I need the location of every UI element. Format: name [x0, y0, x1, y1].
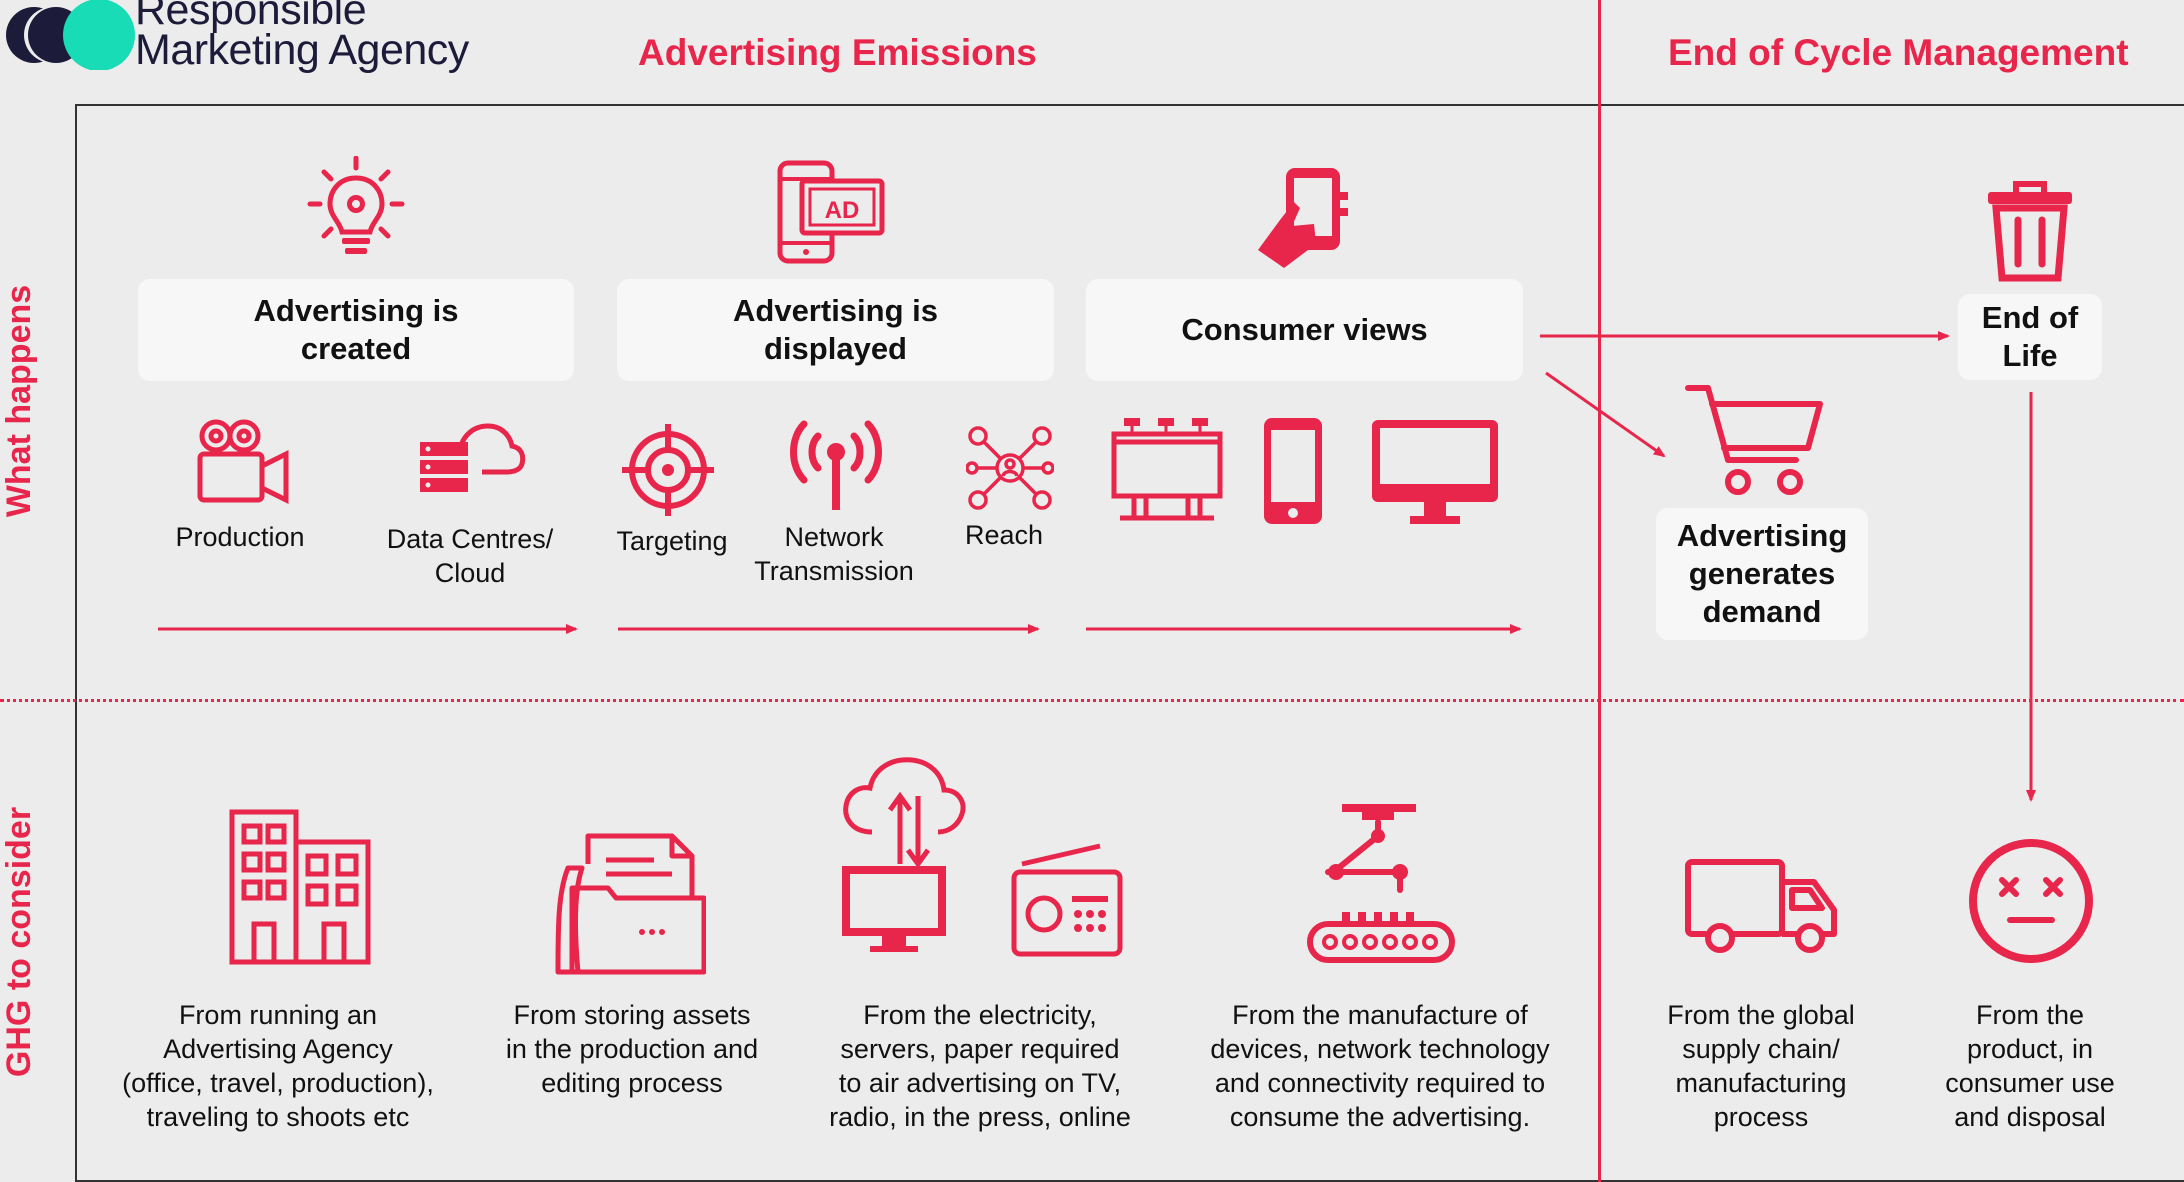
ghg-supply-chain: From the global supply chain/ manufactur…: [1667, 1000, 1855, 1132]
stage-end-of-life: End of Life: [1958, 294, 2102, 380]
dead-face-icon: [1969, 839, 2093, 963]
trash-icon: [1988, 181, 2072, 282]
network-people-icon: [966, 426, 1054, 510]
logo-mark: [6, 0, 135, 70]
smartphone-icon: [1264, 418, 1322, 524]
header-end-of-cycle: End of Cycle Management: [1668, 32, 2129, 73]
delivery-truck-icon: [1685, 859, 1837, 953]
ghg-manufacture: From the manufacture of devices, network…: [1210, 1000, 1550, 1132]
media-devices-icon: [842, 757, 1123, 957]
stage-displayed-label: Advertising is displayed: [733, 293, 938, 366]
brand-line-1: Responsible: [135, 0, 367, 34]
stage-created: Advertising is created: [138, 279, 574, 381]
ghg-storing: From storing assets in the production an…: [505, 1000, 759, 1098]
ghg-product: From the product, in consumer use and di…: [1945, 1000, 2115, 1132]
brand-line-2: Marketing Agency: [135, 26, 469, 74]
stage-end-of-life-label: End of Life: [1981, 300, 2079, 373]
video-camera-icon: [197, 419, 289, 505]
data-cloud-icon: [420, 423, 526, 492]
header-advertising-emissions: Advertising Emissions: [638, 32, 1037, 73]
label-network: Network Transmission: [754, 522, 914, 586]
monitor-icon: [1372, 420, 1498, 524]
stage-generates-demand: Advertising generates demand: [1656, 508, 1868, 640]
arrow-to-demand: [1545, 371, 1666, 458]
billboard-icon: [1111, 418, 1223, 521]
ad-label: AD: [825, 197, 860, 224]
ad-screen-icon: AD: [777, 160, 885, 264]
label-reach: Reach: [964, 520, 1044, 550]
stage-consumer-views: Consumer views: [1086, 279, 1523, 381]
brand-name: Responsible Marketing Agency: [135, 0, 469, 74]
section-divider: [1598, 0, 1601, 1182]
stage-consumer-views-label: Consumer views: [1181, 312, 1428, 347]
stage-displayed: Advertising is displayed: [617, 279, 1054, 381]
label-production: Production: [175, 522, 305, 552]
lightbulb-icon: [307, 156, 405, 254]
office-building-icon: [229, 809, 371, 965]
robot-arm-conveyor-icon: [1307, 804, 1455, 963]
ghg-electricity: From the electricity, servers, paper req…: [829, 1000, 1131, 1132]
row-divider: [0, 699, 2184, 702]
label-data-centres: Data Centres/ Cloud: [386, 524, 554, 588]
ghg-agency: From running an Advertising Agency (offi…: [122, 1000, 434, 1132]
content-frame: [75, 104, 2184, 1182]
folder-documents-icon: [555, 833, 706, 975]
label-targeting: Targeting: [616, 526, 728, 556]
stage-generates-demand-label: Advertising generates demand: [1676, 518, 1848, 629]
hand-phone-icon: [1258, 168, 1348, 268]
stage-created-label: Advertising is created: [253, 293, 459, 366]
shopping-cart-icon: [1685, 385, 1823, 495]
antenna-icon: [790, 420, 882, 510]
target-icon: [622, 424, 714, 516]
